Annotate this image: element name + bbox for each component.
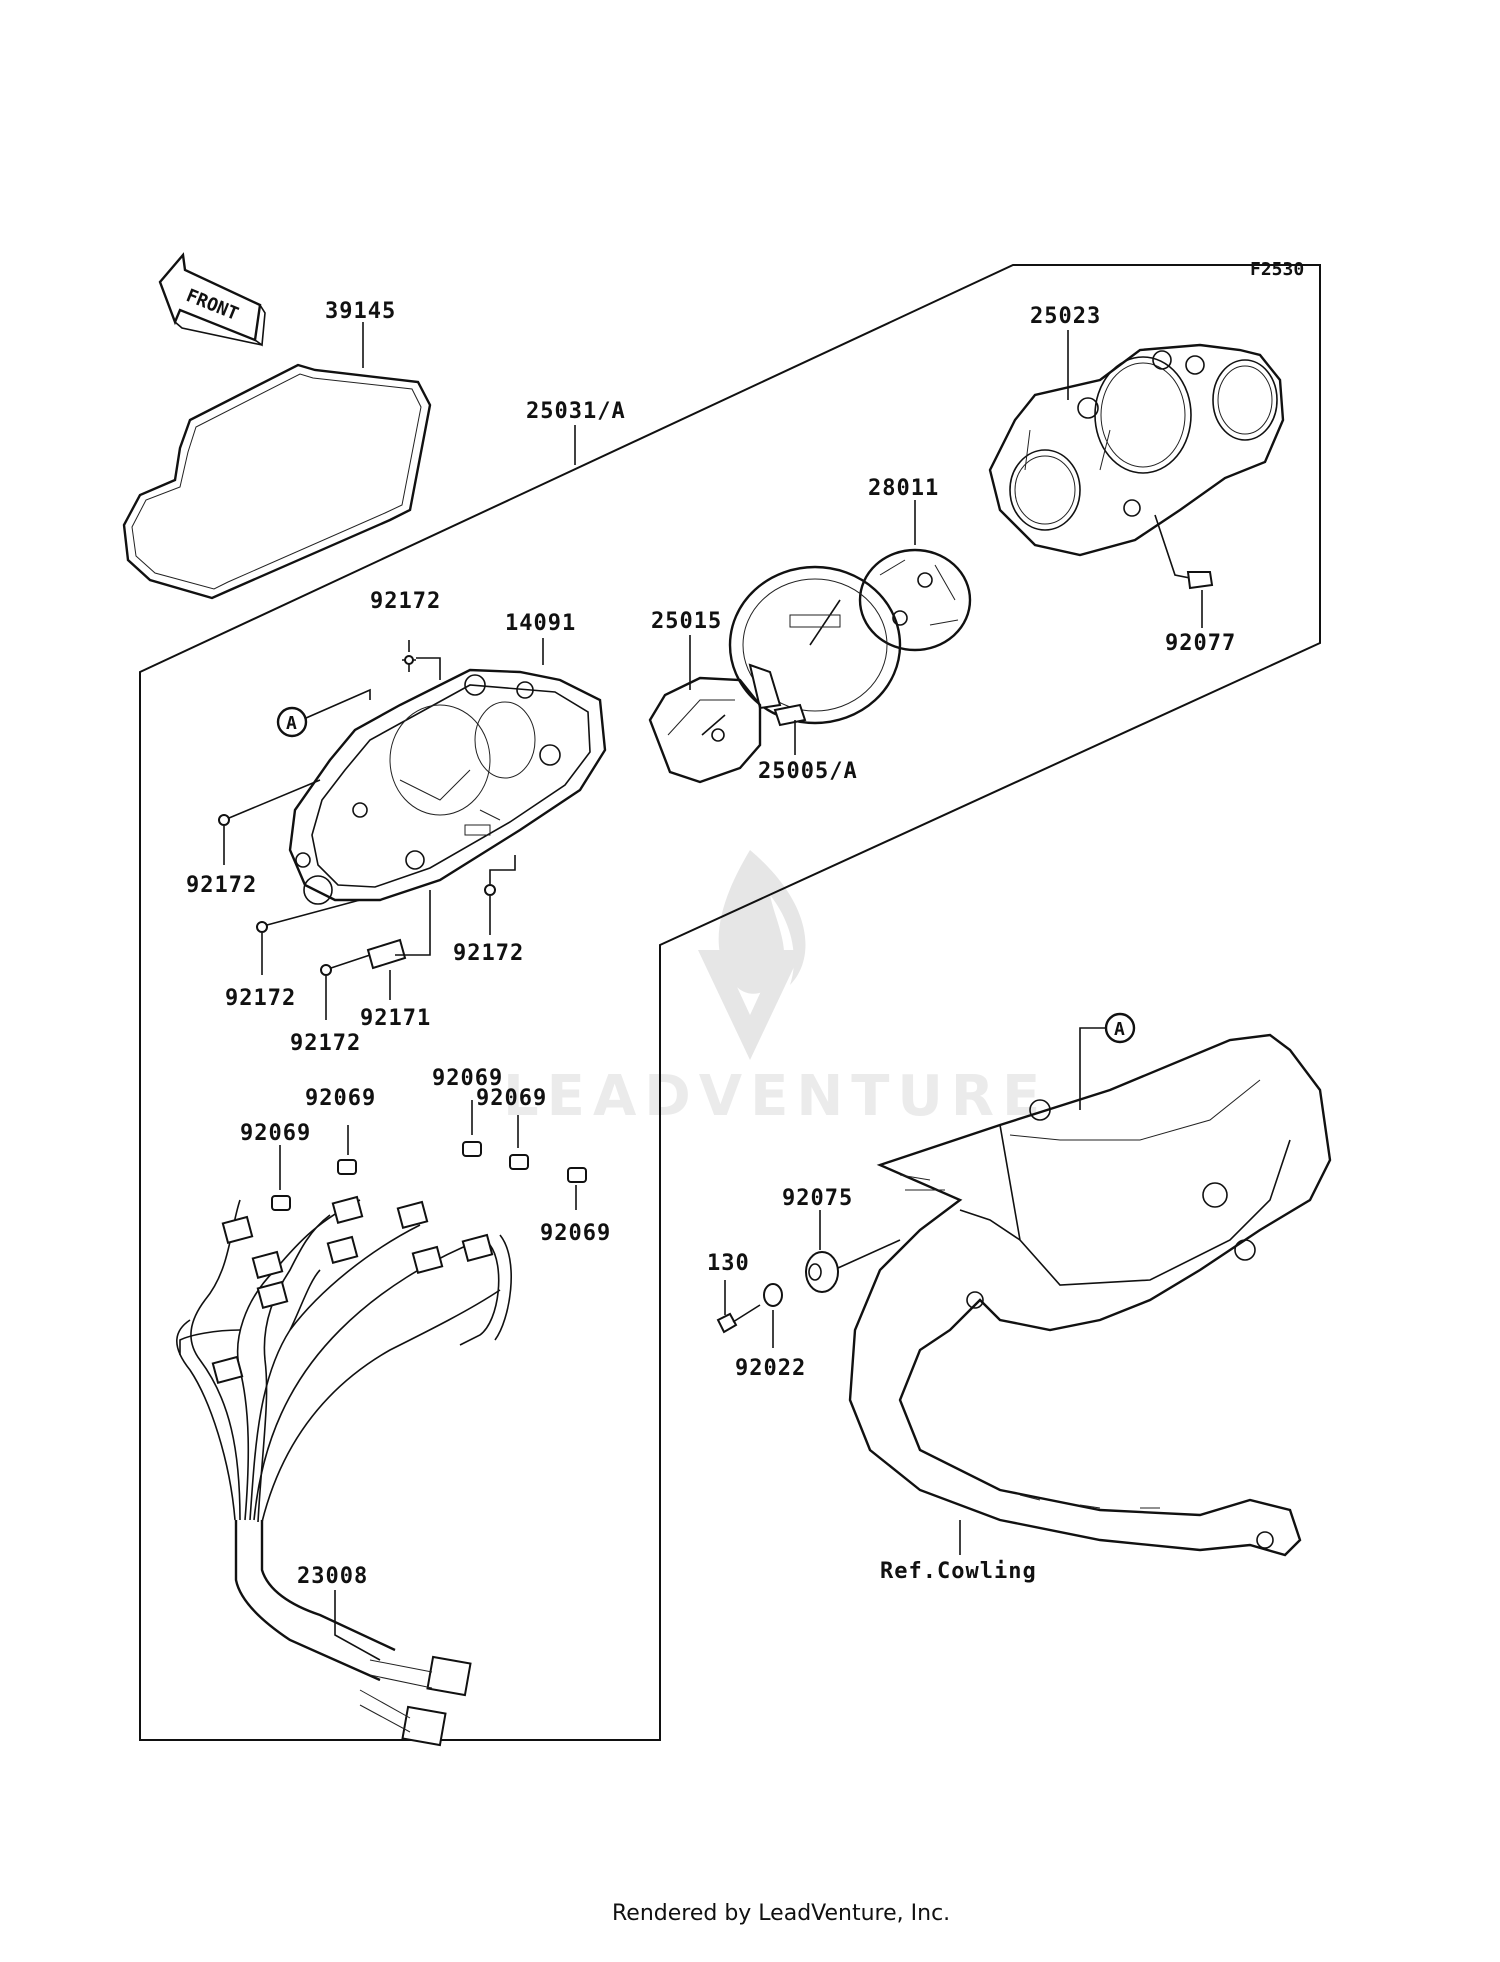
- gasket-39145: [122, 363, 432, 600]
- callout-a-right: A: [1104, 1012, 1136, 1044]
- label-23008: 23008: [297, 1564, 368, 1589]
- label-25005: 25005/A: [758, 759, 858, 784]
- bulb-92069-d: [509, 1154, 529, 1170]
- label-39145: 39145: [325, 299, 396, 324]
- label-25031: 25031/A: [526, 399, 626, 424]
- screw-92172-top: [402, 655, 416, 672]
- watermark-text: LEADVENTURE: [503, 1064, 1048, 1129]
- grommet-92075: [805, 1251, 839, 1293]
- bulb-92069-a: [271, 1195, 291, 1211]
- speedometer-25005: [728, 565, 902, 727]
- label-92172-top: 92172: [370, 589, 441, 614]
- label-92069-c: 92069: [432, 1066, 503, 1091]
- callout-a-left: A: [276, 706, 308, 738]
- tachometer-25015: [648, 676, 762, 784]
- cowling-ref: [848, 1033, 1332, 1557]
- label-92077: 92077: [1165, 631, 1236, 656]
- clamp-92171: [366, 938, 407, 970]
- bulb-92069-c: [462, 1141, 482, 1157]
- meter-cover-25023: [988, 343, 1285, 557]
- label-92022: 92022: [735, 1356, 806, 1381]
- label-92069-b: 92069: [305, 1086, 376, 1111]
- label-92172-right: 92172: [453, 941, 524, 966]
- washer-92022: [763, 1283, 783, 1307]
- label-28011: 28011: [868, 476, 939, 501]
- assembly-frame: [139, 264, 1321, 1741]
- label-92172-left: 92172: [186, 873, 257, 898]
- label-92172-mid: 92172: [225, 986, 296, 1011]
- screw-92172-left: [218, 779, 321, 826]
- bulb-92069-b: [337, 1159, 357, 1175]
- leadventure-watermark: LEADVENTURE: [503, 850, 1048, 1129]
- label-92171: 92171: [360, 1006, 431, 1031]
- screw-92172-mid: [256, 899, 361, 933]
- label-130: 130: [707, 1251, 750, 1276]
- svg-text:A: A: [1114, 1019, 1125, 1040]
- label-ref-cowling: Ref.Cowling: [880, 1559, 1037, 1584]
- wire-harness-23008: [176, 1195, 512, 1747]
- label-92069-a: 92069: [240, 1121, 311, 1146]
- front-arrow-icon: FRONT: [158, 252, 266, 347]
- figure-code: F2530: [1250, 259, 1304, 280]
- screw-92172-right: [484, 855, 516, 896]
- label-92172-bottom: 92172: [290, 1031, 361, 1056]
- label-14091: 14091: [505, 611, 576, 636]
- svg-text:A: A: [286, 713, 297, 734]
- label-25015: 25015: [651, 609, 722, 634]
- bulb-92069-e: [567, 1167, 587, 1183]
- meter-case-14091: [288, 668, 607, 905]
- label-25023: 25023: [1030, 304, 1101, 329]
- label-92075: 92075: [782, 1186, 853, 1211]
- screw-92172-bottom: [320, 954, 371, 976]
- rubber-92077: [1186, 571, 1214, 590]
- label-92069-d: 92069: [476, 1086, 547, 1111]
- footer-credit: Rendered by LeadVenture, Inc.: [612, 1901, 950, 1926]
- label-92069-e: 92069: [540, 1221, 611, 1246]
- gauge-dial-28011: [858, 548, 972, 652]
- bolt-130: [716, 1304, 761, 1334]
